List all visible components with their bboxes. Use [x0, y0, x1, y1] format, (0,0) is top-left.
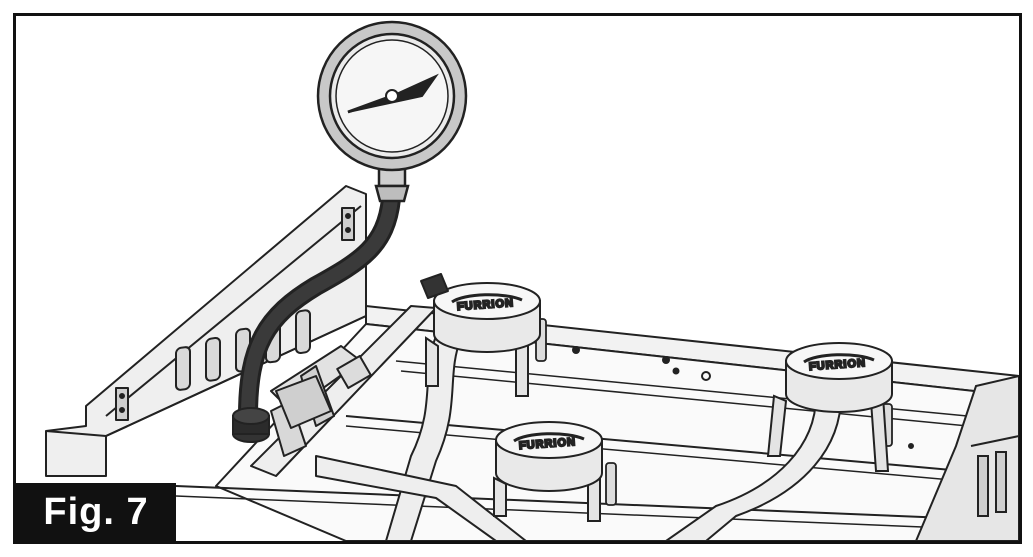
burner-cap-1: FURRION — [433, 282, 541, 353]
figure-frame: FURRION FURRION FURRION — [13, 13, 1022, 544]
figure-label: Fig. 7 — [16, 483, 176, 541]
burner-brackets — [425, 336, 890, 522]
hose-end-fitting — [232, 407, 270, 443]
pressure-gauge — [316, 20, 468, 203]
gauge-needle — [347, 73, 439, 114]
burner-cap-3: FURRION — [495, 421, 603, 492]
burner-cap-3-brand: FURRION — [519, 436, 577, 452]
burner-cap-1-brand: FURRION — [457, 297, 515, 313]
cooktop-illustration: FURRION FURRION FURRION — [45, 20, 1019, 541]
burner-cap-2-brand: FURRION — [809, 357, 867, 373]
gas-valve-fitting — [270, 273, 449, 457]
right-side-panel — [914, 374, 1019, 541]
rubber-hose-core — [241, 192, 398, 423]
burner-cap-2: FURRION — [785, 342, 893, 413]
